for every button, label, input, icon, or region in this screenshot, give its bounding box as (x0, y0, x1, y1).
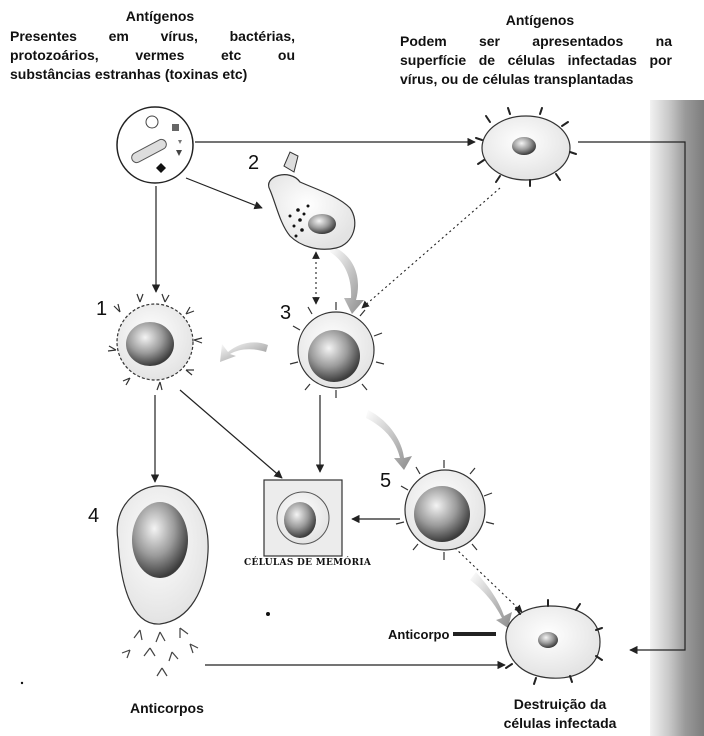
b-lymphocyte-cell-1 (108, 294, 202, 390)
pathway-arrows (155, 142, 685, 665)
cytotoxic-t-cell-5 (396, 460, 494, 560)
t-lymphocyte-cell-3 (290, 302, 384, 398)
gray-curved-arrows (220, 245, 512, 628)
small-dot (21, 682, 23, 684)
memory-cell-box (264, 480, 342, 556)
antigen-circle (117, 107, 193, 183)
infected-cell-top (476, 108, 576, 186)
plasma-cell-4 (117, 486, 208, 676)
infected-cell-bottom (506, 600, 602, 684)
small-dot (266, 612, 270, 616)
dotted-arrows (316, 188, 522, 612)
macrophage-cell-2 (269, 152, 355, 249)
